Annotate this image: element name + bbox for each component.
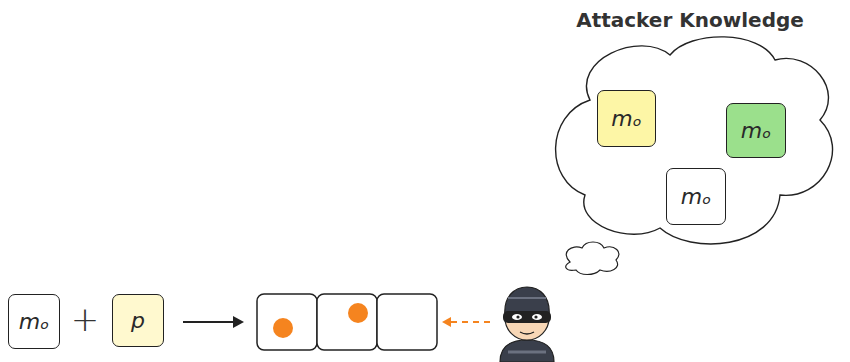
output-cell: [317, 294, 377, 350]
output-cell: [377, 294, 437, 350]
output-cell: [257, 294, 317, 350]
knowledge-cloud: Attacker Knowledge mₒ mₒ mₒ: [540, 4, 840, 254]
plus-sign: +: [70, 299, 100, 339]
message-text: mₒ: [611, 106, 642, 131]
orange-dot: [348, 303, 368, 323]
message-box: mₒ: [597, 90, 656, 147]
thought-bubble: [566, 242, 619, 275]
attacker-figure: [500, 287, 554, 362]
message-text: mₒ: [19, 309, 50, 334]
message-box: mₒ: [666, 168, 726, 225]
message-text: mₒ: [741, 118, 772, 143]
orange-dot: [273, 318, 293, 338]
message-text: mₒ: [681, 184, 712, 209]
arrow-head: [233, 316, 244, 328]
message-box: mₒ: [726, 103, 786, 158]
observe-arrow-head: [442, 317, 451, 327]
arrow-line: [183, 321, 236, 323]
message-text: p: [131, 308, 145, 333]
cloud-title: Attacker Knowledge: [540, 8, 840, 32]
message-box: p: [112, 294, 164, 347]
observe-arrow: [450, 321, 490, 323]
message-box: mₒ: [8, 294, 60, 349]
